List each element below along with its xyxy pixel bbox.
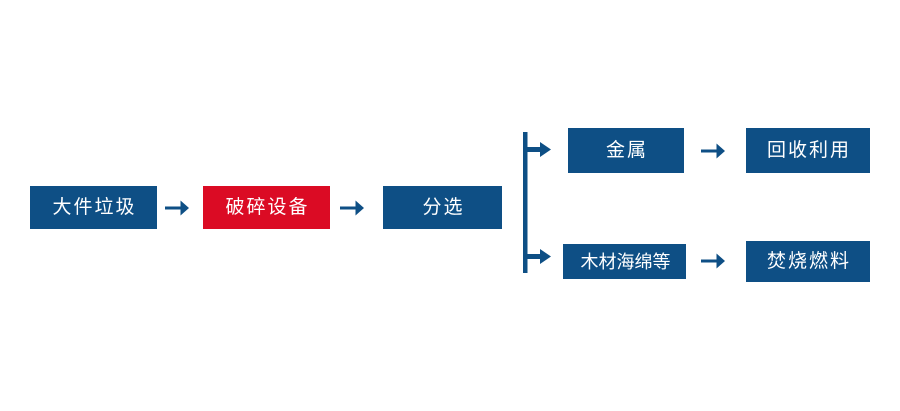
node-wood-sponge-label: 木材海绵等 [580,251,671,272]
node-incineration-label: 焚烧燃料 [766,251,851,272]
node-sorting-label: 分选 [422,197,465,218]
node-bulky-waste-label: 大件垃圾 [52,197,137,218]
node-recycle[interactable]: 回收利用 [746,128,870,173]
arrow-right-icon-crusher-to-sorting [339,196,365,220]
node-recycle-label: 回收利用 [766,140,851,161]
branch-split-icon [520,130,556,275]
arrow-right-icon-wood-to-fuel [700,249,726,273]
node-wood-sponge[interactable]: 木材海绵等 [563,244,686,279]
node-metal-label: 金属 [605,140,648,161]
arrow-right-icon-metal-to-recycle [700,139,726,163]
arrow-right-icon-waste-to-crusher [164,196,190,220]
node-incineration[interactable]: 焚烧燃料 [746,241,870,282]
node-metal[interactable]: 金属 [568,128,684,173]
node-crusher[interactable]: 破碎设备 [203,186,330,229]
node-bulky-waste[interactable]: 大件垃圾 [30,186,157,229]
node-crusher-label: 破碎设备 [225,197,310,218]
node-sorting[interactable]: 分选 [383,186,502,229]
